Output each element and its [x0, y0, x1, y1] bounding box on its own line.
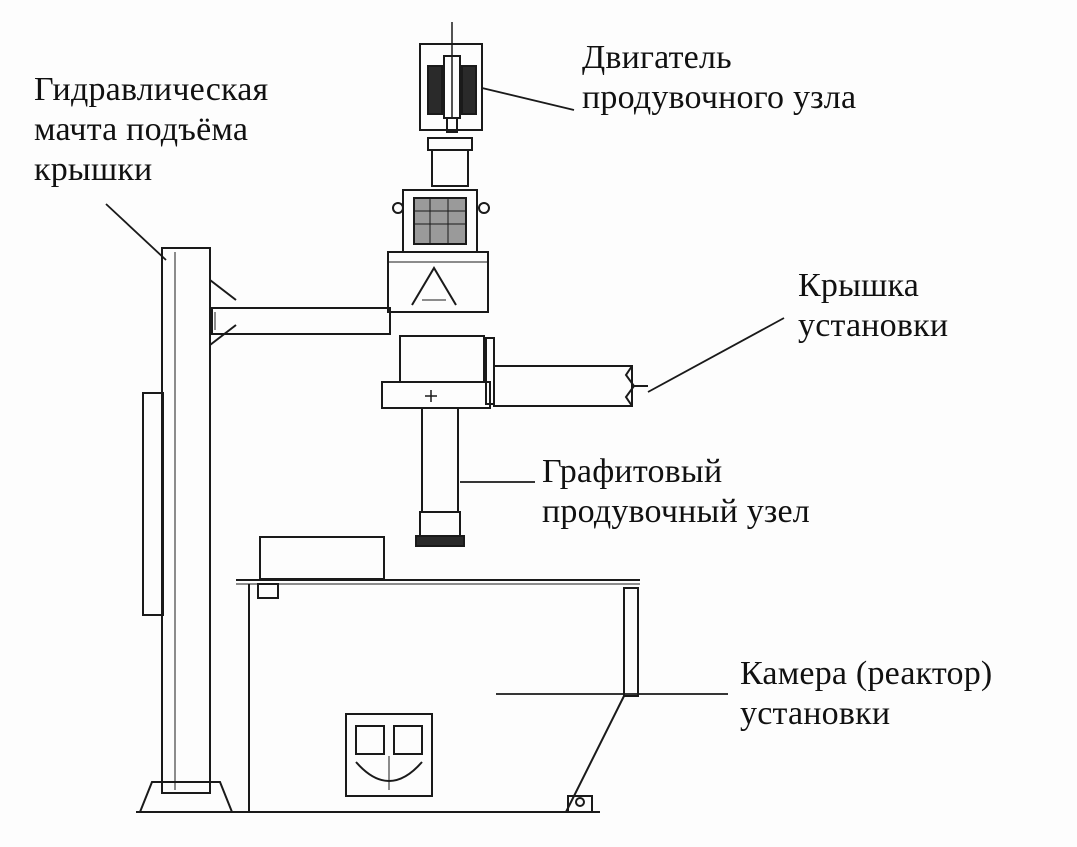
chamber-label: Камера (реактор) установки — [740, 654, 992, 734]
mast-label: Гидравлическая мачта подъёма крышки — [34, 70, 268, 190]
graphite-label-line-1: Графитовый — [542, 453, 723, 490]
graphite-unit-label: Графитовый продувочный узел — [542, 452, 810, 532]
chamber-label-line-1: Камера (реактор) — [740, 655, 993, 692]
graphite-blowing-unit — [415, 407, 465, 547]
lid-cylinder — [493, 365, 648, 407]
reactor-chamber — [136, 536, 640, 813]
lid-arm — [211, 307, 391, 335]
mast-label-line-2: мачта подъёма — [34, 111, 249, 148]
lid-label-line-1: Крышка — [798, 267, 919, 304]
mast-label-line-3: крышки — [34, 151, 153, 188]
motor-label: Двигатель продувочного узла — [582, 38, 856, 118]
motor-unit — [419, 22, 483, 187]
motor-label-line-2: продувочного узла — [582, 79, 857, 116]
lid-label: Крышка установки — [798, 266, 948, 346]
mast-label-line-1: Гидравлическая — [34, 71, 269, 108]
hydraulic-mast — [138, 247, 237, 813]
leader-lines — [105, 87, 785, 695]
lid-label-line-2: установки — [798, 307, 949, 344]
lid-housing — [381, 251, 495, 409]
gear-box — [392, 189, 490, 253]
graphite-label-line-2: продувочный узел — [542, 493, 810, 530]
motor-label-line-1: Двигатель — [582, 39, 732, 76]
chamber-label-line-2: установки — [740, 695, 891, 732]
